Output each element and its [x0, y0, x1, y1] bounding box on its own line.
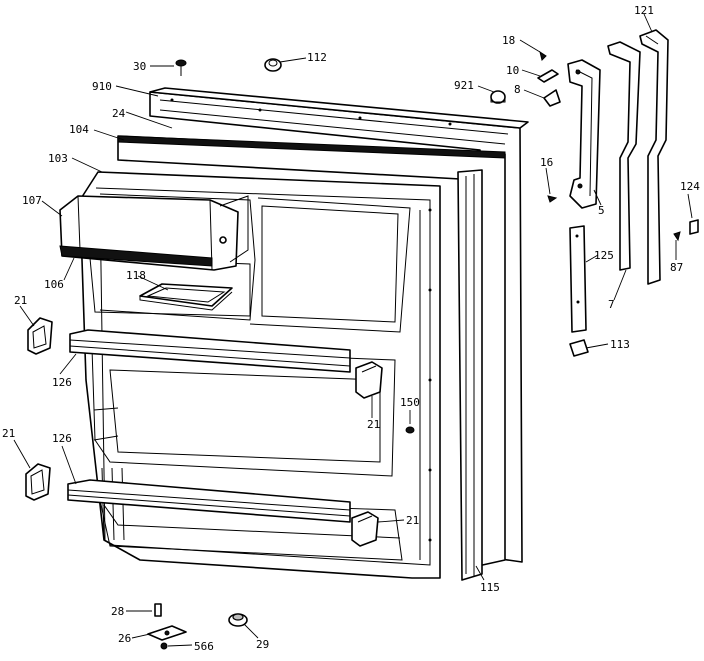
- clip-113: [569, 339, 589, 357]
- callout-87: 87: [670, 261, 683, 274]
- shelf-end-cap-left-upper: [27, 317, 53, 355]
- callout-5: 5: [598, 204, 605, 217]
- cam-8: [543, 89, 561, 107]
- bushing-29: [228, 613, 248, 627]
- callout-118: 118: [126, 269, 146, 282]
- screw-566: [160, 642, 168, 650]
- callout-150: 150: [400, 396, 420, 409]
- butter-tray: [139, 283, 233, 311]
- callout-labels: 30 112 910 24 104 103 107 106 118 21 126…: [2, 4, 700, 653]
- callout-113: 113: [610, 338, 630, 351]
- callout-124: 124: [680, 180, 700, 193]
- callout-10: 10: [506, 64, 519, 77]
- callout-26: 26: [118, 632, 131, 645]
- callout-112: 112: [307, 51, 327, 64]
- screw-18: [539, 50, 547, 61]
- inner-door-liner: [79, 171, 441, 579]
- callout-566: 566: [194, 640, 214, 653]
- door-liner-frame: [117, 135, 506, 581]
- callout-921: 921: [454, 79, 474, 92]
- handle-bar-121: [639, 29, 669, 285]
- callout-21-lower-left: 21: [2, 427, 15, 440]
- handle-bracket-5: [567, 59, 601, 209]
- button-921: [490, 90, 506, 104]
- callout-21-upper-right: 21: [367, 418, 380, 431]
- callout-910: 910: [92, 80, 112, 93]
- dairy-compartment-door: [59, 195, 249, 271]
- callout-104: 104: [69, 123, 89, 136]
- callout-107: 107: [22, 194, 42, 207]
- shelf-end-cap-right-lower: [351, 511, 379, 547]
- callout-21-lower-right: 21: [406, 514, 419, 527]
- shelf-end-cap-left-lower: [25, 463, 51, 501]
- callout-24: 24: [112, 107, 126, 120]
- callout-7: 7: [608, 298, 615, 311]
- callout-29: 29: [256, 638, 269, 651]
- callout-106: 106: [44, 278, 64, 291]
- bushing-28: [154, 603, 162, 617]
- callout-121: 121: [634, 4, 654, 17]
- bracket-10: [537, 69, 559, 83]
- clip-124: [689, 219, 699, 235]
- callout-8: 8: [514, 83, 521, 96]
- screw-30: [175, 59, 187, 76]
- callout-103: 103: [48, 152, 68, 165]
- callout-30: 30: [133, 60, 146, 73]
- callout-21-upper-left: 21: [14, 294, 27, 307]
- door-shelf-bar-lower: [67, 479, 351, 523]
- door-shelf-bar-upper: [69, 329, 351, 373]
- callout-125: 125: [594, 249, 614, 262]
- callout-18: 18: [502, 34, 515, 47]
- screw-150: [405, 426, 415, 434]
- leader-lines: [13, 13, 693, 647]
- screw-87: [673, 231, 681, 242]
- screw-16: [547, 195, 558, 203]
- callout-16: 16: [540, 156, 553, 169]
- callout-126-lower: 126: [52, 432, 72, 445]
- shelf-end-cap-right-upper: [355, 361, 383, 399]
- hinge-plate-26: [147, 625, 187, 641]
- plug-112: [264, 58, 282, 72]
- callout-115: 115: [480, 581, 500, 594]
- handle-bar-7: [607, 41, 641, 271]
- callout-28: 28: [111, 605, 124, 618]
- callout-126-upper: 126: [52, 376, 72, 389]
- strip-125: [569, 225, 587, 333]
